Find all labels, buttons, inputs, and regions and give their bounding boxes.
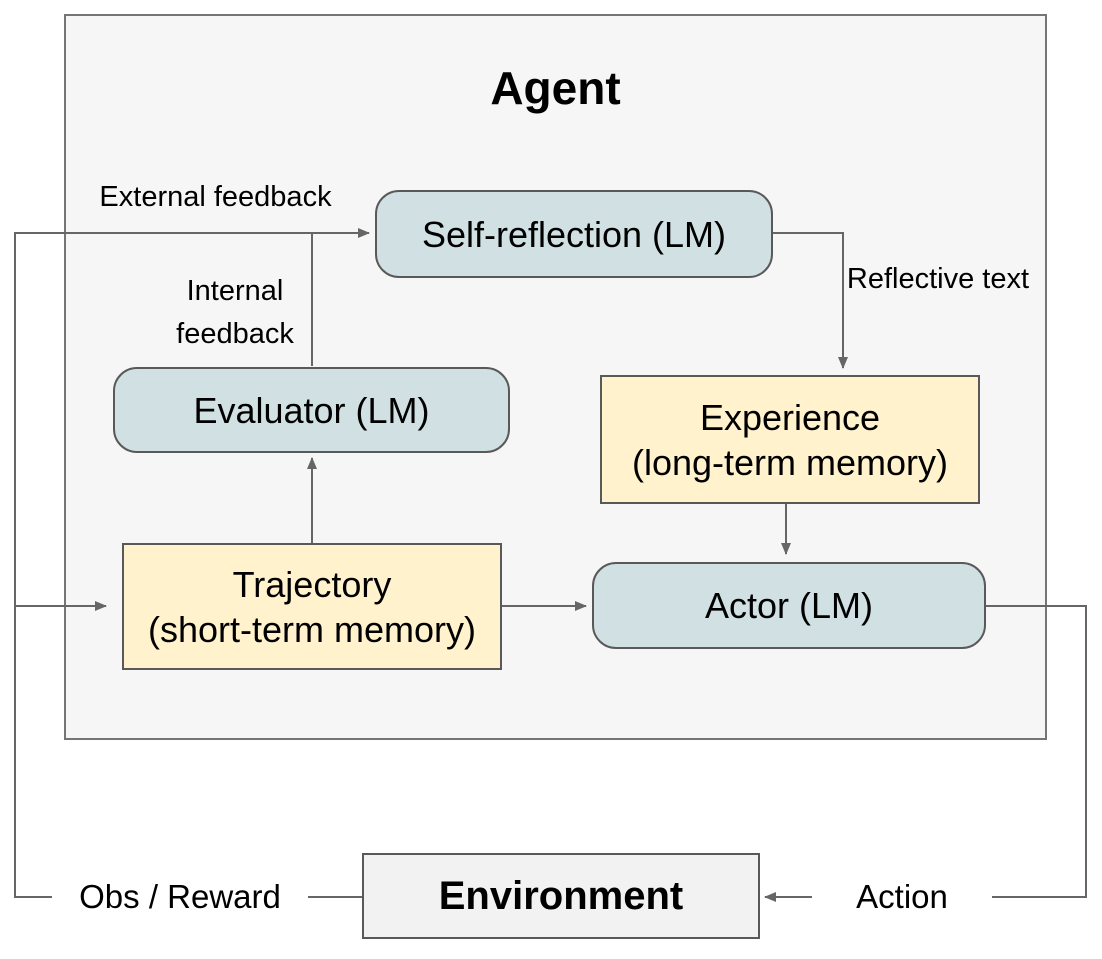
actor-label: Actor (LM) [704, 585, 873, 626]
actor-node: Actor (LM) [592, 562, 986, 649]
experience-sublabel: (long-term memory) [631, 441, 949, 483]
trajectory-sublabel: (short-term memory) [147, 608, 476, 650]
external-feedback-label: External feedback [99, 181, 332, 213]
self-reflection-node: Self-reflection (LM) [375, 190, 773, 278]
experience-node: Experience (long-term memory) [600, 375, 980, 504]
experience-label: Experience [699, 396, 881, 438]
evaluator-label: Evaluator (LM) [193, 389, 430, 431]
agent-title: Agent [490, 62, 621, 114]
environment-label: Environment [438, 873, 684, 918]
environment-node: Environment [362, 853, 760, 939]
obs-reward-label: Obs / Reward [52, 874, 308, 920]
action-label: Action [812, 874, 992, 920]
internal-feedback-label: Internal feedback [176, 275, 294, 350]
evaluator-node: Evaluator (LM) [113, 367, 510, 453]
trajectory-label: Trajectory [232, 563, 392, 605]
reflective-text-label: Reflective text [846, 263, 1030, 295]
self-reflection-label: Self-reflection (LM) [421, 213, 727, 255]
trajectory-node: Trajectory (short-term memory) [122, 543, 502, 670]
